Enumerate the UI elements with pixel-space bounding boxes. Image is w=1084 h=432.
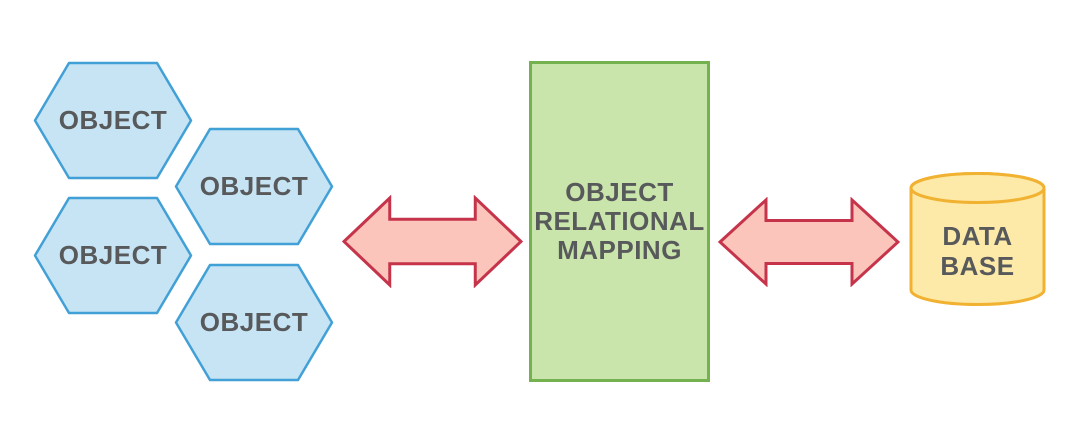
cylinder-shape <box>909 172 1046 306</box>
object-label: OBJECT <box>199 307 309 337</box>
object-hexagon-1: OBJECT <box>33 61 193 180</box>
orm-label-line-1: OBJECT <box>565 177 674 207</box>
double-headed-arrow-left-icon <box>342 195 523 288</box>
database-label-line-2: BASE <box>940 251 1015 281</box>
hexagon-outline <box>33 196 193 315</box>
object-hexagon-4: OBJECT <box>174 263 334 382</box>
double-headed-arrow-right-icon <box>718 197 900 287</box>
object-label: OBJECT <box>58 105 168 135</box>
arrow-outline <box>718 197 900 287</box>
cylinder-top <box>909 172 1046 204</box>
database-label: DATA BASE <box>909 170 1046 310</box>
hexagon-shape <box>174 263 334 382</box>
orm-label-line-2: RELATIONAL <box>534 206 705 236</box>
database-label-line-1: DATA <box>942 221 1013 251</box>
database-cylinder: DATA BASE <box>909 170 1046 310</box>
hexagon-shape <box>33 196 193 315</box>
hexagon-shape <box>174 127 334 246</box>
hexagon-shape <box>33 61 193 180</box>
hexagon-outline <box>174 127 334 246</box>
arrow-shape <box>718 197 900 287</box>
orm-label-line-3: MAPPING <box>557 235 682 265</box>
object-label: OBJECT <box>58 240 168 270</box>
hexagon-outline <box>174 263 334 382</box>
object-label: OBJECT <box>199 171 309 201</box>
arrow-outline <box>342 195 523 288</box>
orm-box: OBJECT RELATIONAL MAPPING <box>529 61 710 382</box>
arrow-shape <box>342 195 523 288</box>
object-hexagon-2: OBJECT <box>174 127 334 246</box>
orm-box-label: OBJECT RELATIONAL MAPPING <box>532 64 707 379</box>
hexagon-outline <box>33 61 193 180</box>
object-hexagon-3: OBJECT <box>33 196 193 315</box>
